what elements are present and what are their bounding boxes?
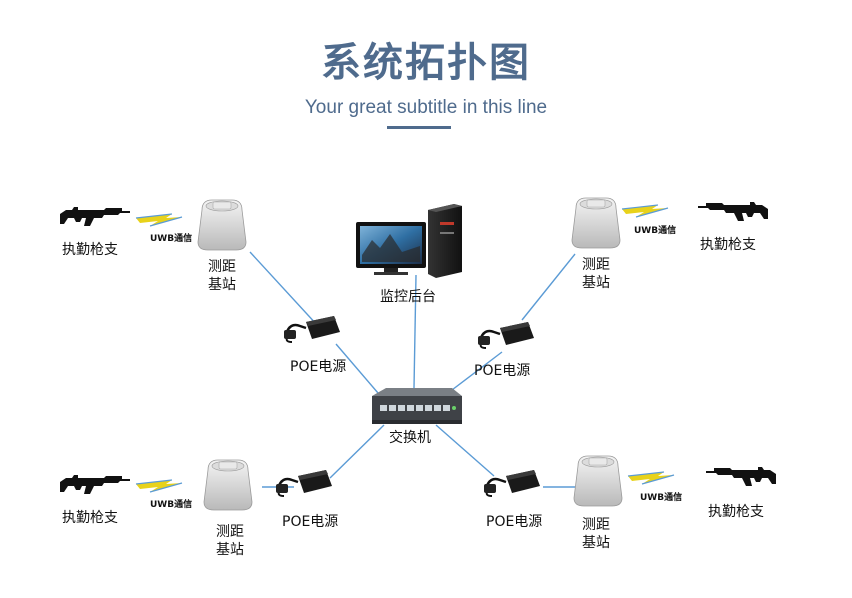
station-label-line2: 基站	[208, 277, 236, 293]
poe-adapter-icon	[476, 320, 536, 350]
station-label-line2: 基站	[582, 535, 610, 551]
gun-label-bottom-right: 执勤枪支	[708, 504, 764, 520]
rifle-icon	[60, 475, 130, 494]
ranging-station-icon	[571, 197, 621, 249]
station-label-top-right: 测距 基站	[582, 256, 610, 292]
station-label-line2: 基站	[216, 542, 244, 558]
link-monitor-switch	[413, 274, 417, 389]
switch-label: 交换机	[389, 430, 431, 446]
poe-label-bottom-left: POE电源	[282, 514, 339, 530]
wireless-bolt-icon	[135, 479, 183, 493]
diagram-title: 系统拓扑图	[321, 40, 531, 86]
network-links	[249, 251, 576, 488]
title-underline	[387, 126, 451, 129]
diagram-subtitle: Your great subtitle in this line	[304, 97, 548, 118]
poe-label-top-left: POE电源	[290, 359, 347, 375]
wireless-bolt-icon	[621, 204, 669, 218]
uwb-label-bottom-right: UWB通信	[640, 493, 683, 503]
wireless-bolt-icon	[627, 471, 675, 485]
station-label-line1: 测距	[582, 257, 610, 273]
ranging-station-icon	[573, 455, 623, 507]
gun-label-top-left: 执勤枪支	[62, 242, 118, 258]
rifle-icon	[706, 467, 776, 486]
rifle-icon	[60, 207, 130, 226]
link-tl-station-poe	[249, 251, 319, 327]
link-br-poe-switch	[435, 424, 495, 477]
uwb-label-top-right: UWB通信	[634, 226, 677, 236]
station-label-bottom-left: 测距 基站	[216, 523, 244, 559]
gun-label-top-right: 执勤枪支	[700, 237, 756, 253]
switch-icon	[372, 388, 462, 424]
station-label-line1: 测距	[208, 259, 236, 275]
station-label-top-left: 测距 基站	[208, 258, 236, 294]
ranging-station-icon	[203, 459, 253, 511]
link-tr-poe-switch	[447, 351, 503, 394]
ranging-station-icon	[197, 199, 247, 251]
link-tr-station-poe	[521, 253, 576, 321]
monitor-pc-icon	[356, 204, 462, 278]
rifle-icon	[698, 202, 768, 221]
wireless-bolt-icon	[135, 213, 183, 227]
poe-label-bottom-right: POE电源	[486, 514, 543, 530]
monitor-label: 监控后台	[380, 289, 436, 305]
link-tl-poe-switch	[335, 343, 379, 394]
link-bl-poe-switch	[329, 424, 385, 479]
uwb-label-top-left: UWB通信	[150, 234, 193, 244]
poe-label-top-right: POE电源	[474, 363, 531, 379]
gun-label-bottom-left: 执勤枪支	[62, 510, 118, 526]
poe-adapter-icon	[274, 468, 334, 498]
station-label-line2: 基站	[582, 275, 610, 291]
station-label-line1: 测距	[216, 524, 244, 540]
station-label-bottom-right: 测距 基站	[582, 516, 610, 552]
uwb-label-bottom-left: UWB通信	[150, 500, 193, 510]
station-label-line1: 测距	[582, 517, 610, 533]
